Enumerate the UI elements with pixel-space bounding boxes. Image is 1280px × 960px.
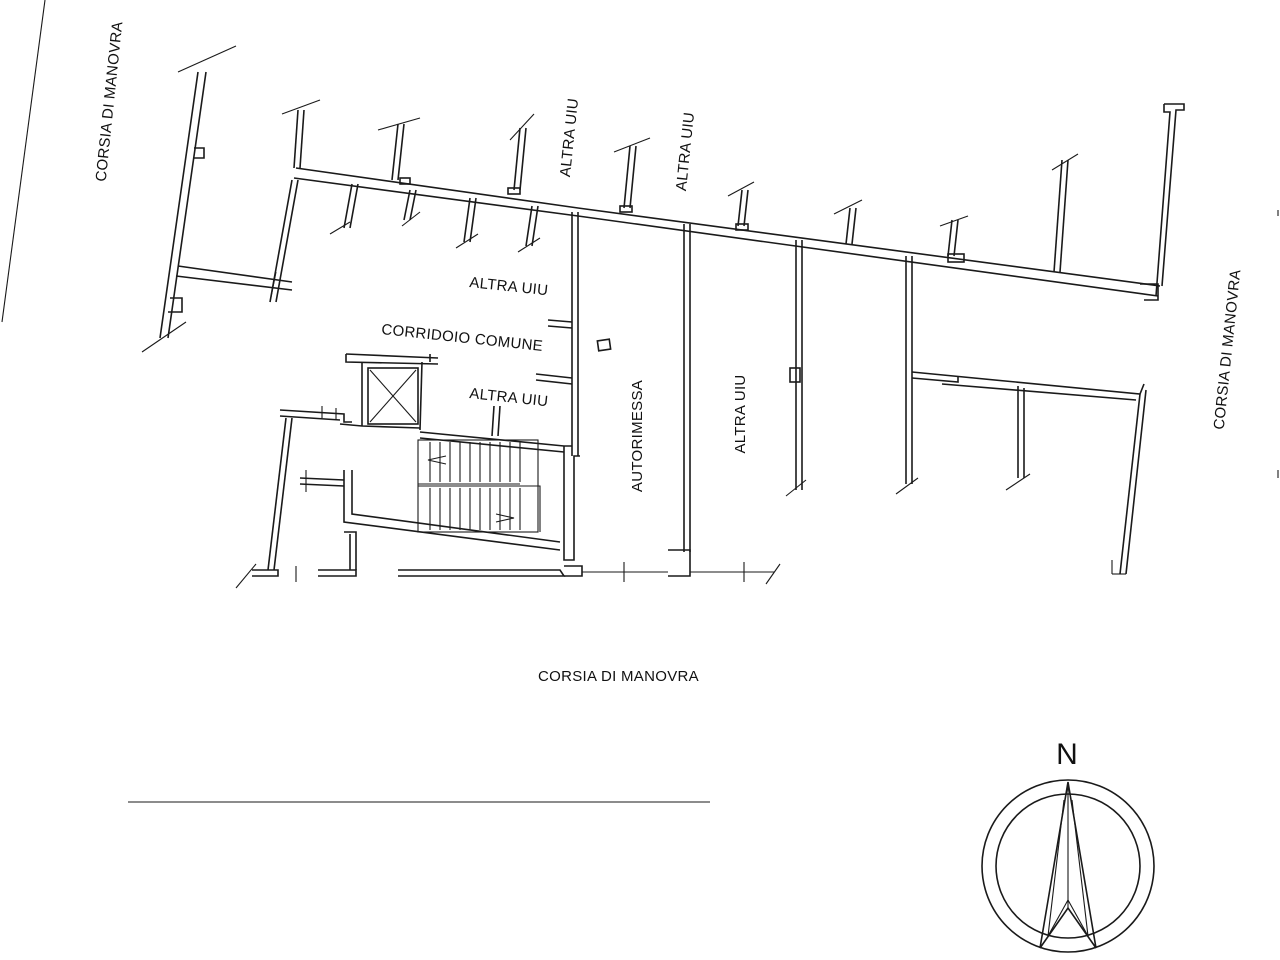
label-corridoio: CORRIDOIO COMUNE	[381, 321, 544, 355]
main-corridor-walls	[293, 167, 1161, 297]
label-altra-uiu-low: ALTRA UIU	[469, 385, 549, 410]
north-arrow: N	[981, 738, 1155, 953]
lower-left-partitions	[269, 179, 541, 303]
north-outer-circle	[981, 779, 1155, 953]
label-altra-uiu-top1: ALTRA UIU	[557, 97, 582, 177]
label-altra-uiu-mid: ALTRA UIU	[469, 274, 549, 299]
stair-core	[267, 353, 580, 571]
label-corsia-right: CORSIA DI MANOVRA	[1211, 269, 1245, 431]
garage-walls	[571, 212, 1147, 575]
label-altra-uiu-vertical: ALTRA UIU	[732, 374, 749, 453]
left-wing-walls	[141, 45, 293, 353]
label-corsia-bottom: CORSIA DI MANOVRA	[538, 668, 699, 685]
label-autorimessa: AUTORIMESSA	[629, 380, 646, 492]
front-wall	[235, 549, 781, 589]
north-letter: N	[1056, 738, 1078, 771]
left-boundary-lines	[1, 0, 46, 323]
label-corsia-left: CORSIA DI MANOVRA	[93, 21, 127, 183]
label-altra-uiu-top2: ALTRA UIU	[673, 111, 698, 191]
corridor-stubs	[535, 319, 612, 385]
stair-treads	[418, 442, 541, 532]
upper-partitions	[281, 99, 1185, 301]
